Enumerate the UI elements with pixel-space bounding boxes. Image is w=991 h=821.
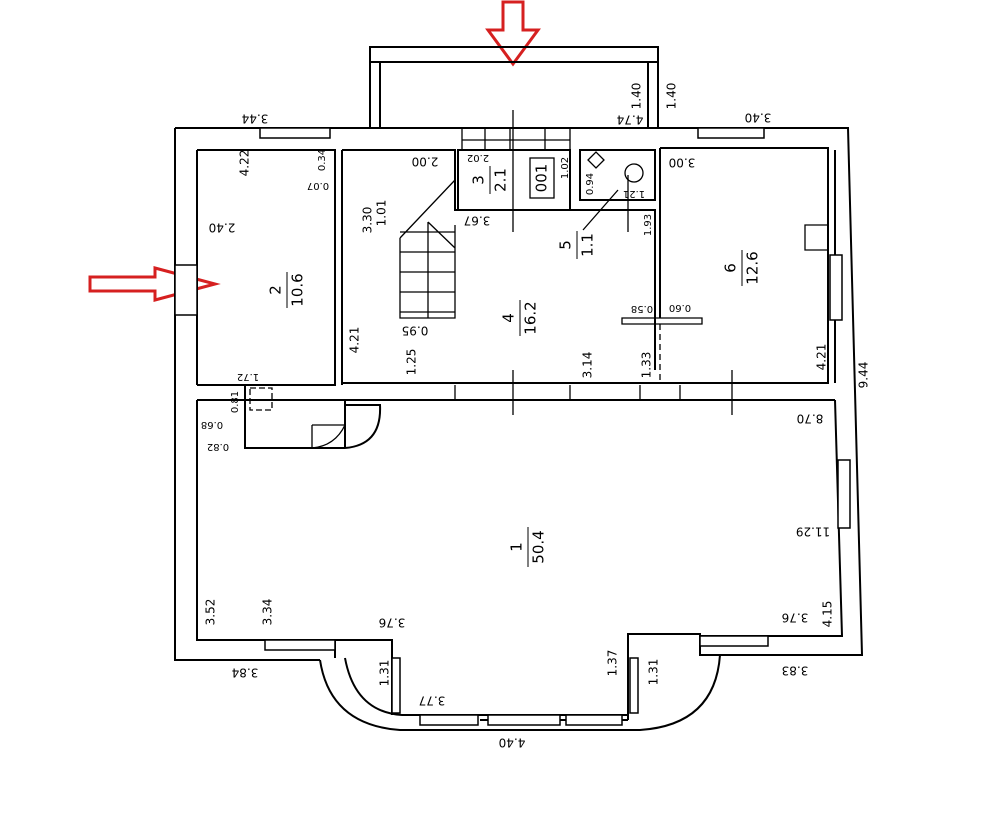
svg-text:6: 6: [722, 263, 740, 273]
dimension-label: 0.94: [585, 173, 596, 195]
dimension-label: 1.01: [375, 200, 389, 227]
svg-text:16.2: 16.2: [522, 301, 540, 334]
window: [629, 657, 639, 714]
dimension-label: 1.40: [630, 83, 644, 110]
chimney-icon: [804, 224, 829, 251]
dimension-label: 4.40: [499, 736, 526, 750]
dimension-label: 2.00: [412, 155, 439, 169]
svg-text:2.1: 2.1: [492, 168, 510, 192]
dimension-label: 3.14: [581, 352, 595, 379]
svg-text:50.4: 50.4: [530, 530, 548, 563]
dimension-label: 0.95: [402, 324, 429, 338]
dimension-label: 9.44: [857, 362, 871, 389]
fixture-box: [529, 157, 555, 199]
dimension-label: 1.21: [623, 188, 645, 199]
dimension-label: 3.34: [261, 599, 275, 626]
window: [259, 127, 331, 139]
dimension-labels: 3.44 4.22 0.34 0.07 2.40 2.00 3.30 1.01 …: [201, 83, 871, 750]
dimension-label: 0.68: [201, 419, 223, 430]
dimension-label: 3.00: [669, 156, 696, 170]
window: [419, 714, 479, 726]
svg-text:5: 5: [557, 240, 575, 250]
dimension-label: 1.72: [237, 371, 259, 382]
dimension-label: 2.40: [209, 221, 236, 235]
svg-text:3: 3: [470, 175, 488, 185]
dimension-label: 3.67: [464, 214, 491, 228]
dimension-label: 1.40: [665, 83, 679, 110]
svg-text:1.1: 1.1: [579, 233, 597, 257]
dimension-label: 3.84: [232, 666, 259, 680]
dimension-label: 4.21: [815, 344, 829, 371]
dimension-label: 0.60: [669, 302, 691, 313]
window: [264, 639, 336, 651]
window: [699, 635, 769, 647]
dimension-label: 1.31: [647, 659, 661, 686]
window: [829, 254, 843, 321]
dimension-label: 0.82: [207, 441, 229, 452]
dimension-label: 1.33: [640, 352, 654, 379]
dimension-label: 11.29: [796, 525, 830, 539]
dimension-label: 1.37: [606, 650, 620, 677]
dimension-label: 2.02: [467, 152, 489, 163]
dimension-label: 3.77: [419, 694, 446, 708]
dimension-label: 8.70: [797, 412, 824, 426]
dimension-label: 1.31: [378, 660, 392, 687]
window: [697, 127, 765, 139]
dimension-label: 3.44: [242, 112, 269, 126]
dimension-label: 4.21: [348, 327, 362, 354]
entry-arrow-top: [485, 0, 541, 67]
svg-text:4: 4: [500, 313, 518, 323]
fixture-label: 001: [533, 164, 551, 193]
dimension-label: 3.52: [204, 599, 218, 626]
dimension-label: 0.58: [631, 303, 653, 314]
dimension-label: 0.07: [307, 180, 329, 191]
dimension-label: 1.02: [560, 157, 571, 179]
toilet-icon: [624, 163, 644, 183]
sink-icon: [587, 151, 605, 169]
svg-text:12.6: 12.6: [744, 251, 762, 284]
dimension-label: 3.83: [782, 664, 809, 678]
dimension-label: 3.76: [379, 616, 406, 630]
window: [837, 459, 851, 529]
walls: [174, 46, 864, 731]
svg-text:2: 2: [267, 285, 285, 295]
dimension-label: 1.25: [405, 349, 419, 376]
dimension-label: 0.34: [317, 149, 328, 171]
dimension-label: 0.81: [230, 391, 241, 413]
dimension-label: 3.76: [782, 611, 809, 625]
dimension-label: 1.93: [643, 214, 654, 236]
dimension-label: 4.15: [821, 601, 835, 628]
dimension-label: 4.22: [238, 150, 252, 177]
dimension-label: 4.74: [617, 113, 644, 127]
svg-text:1: 1: [508, 542, 526, 552]
dimension-label: 3.30: [361, 207, 375, 234]
door: [174, 264, 198, 316]
window: [565, 714, 623, 726]
svg-text:10.6: 10.6: [289, 273, 307, 306]
window: [391, 657, 401, 714]
window: [487, 714, 561, 726]
dimension-label: 3.40: [745, 111, 772, 125]
